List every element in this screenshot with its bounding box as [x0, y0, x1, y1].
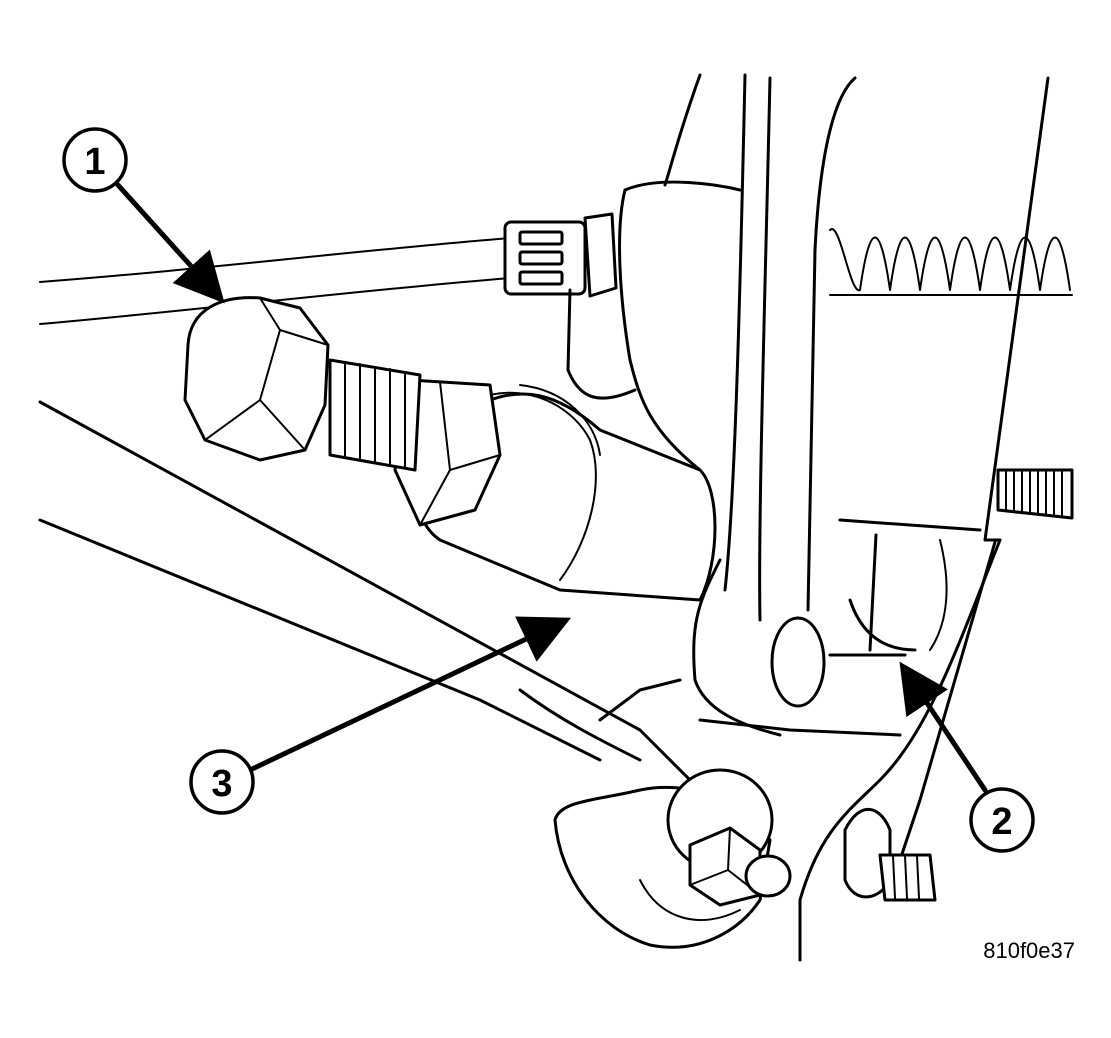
callout-3: 3 — [189, 749, 255, 815]
figure-id: 810f0e37 — [983, 938, 1075, 963]
hex-bit-socket-tool — [183, 296, 717, 602]
spring — [829, 228, 1073, 296]
leader-line-3 — [247, 616, 572, 773]
leader-line-2 — [899, 661, 988, 793]
ball-joint-assembly — [553, 768, 937, 949]
callout-2: 2 — [969, 787, 1035, 853]
leader-line-1 — [115, 182, 225, 304]
callout-3-label: 3 — [211, 763, 232, 805]
callout-1-label: 1 — [84, 141, 105, 183]
leader-arrows — [115, 182, 988, 793]
brake-hose — [39, 212, 618, 325]
callout-1: 1 — [62, 127, 128, 193]
threaded-stud — [996, 468, 1074, 520]
callout-2-label: 2 — [991, 801, 1012, 843]
steering-knuckle — [566, 73, 1050, 962]
